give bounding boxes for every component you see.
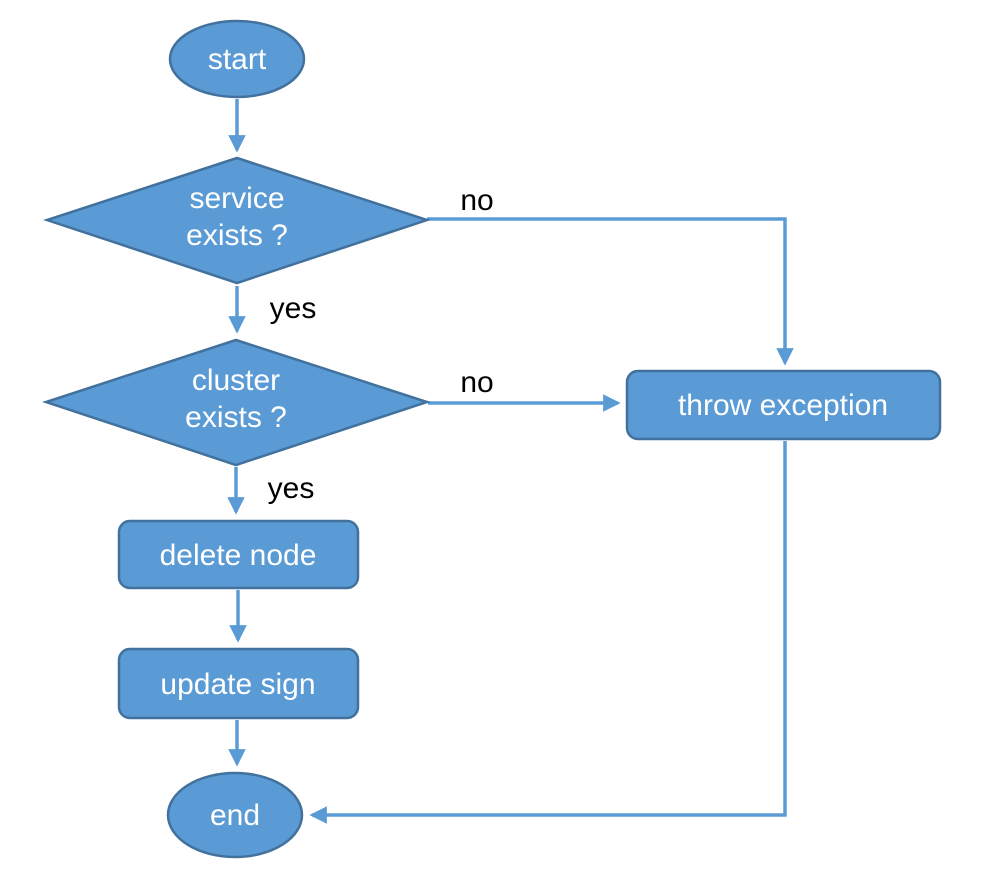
delete-node-process-shape xyxy=(117,519,360,590)
throw-exception-label: throw exception xyxy=(678,389,888,422)
edge-label-service-exists-yes: yes xyxy=(270,292,317,325)
cluster-exists-label-line2: exists ? xyxy=(185,401,287,434)
start-label: start xyxy=(208,43,267,76)
edge-label-service-exists-no: no xyxy=(460,184,493,217)
update-sign-label: update sign xyxy=(160,668,315,701)
edge-throw-exception-to-end xyxy=(309,441,787,824)
service-exists-label-line1: service xyxy=(189,182,284,215)
edge-service-exists-no-to-throw-exception xyxy=(427,217,794,366)
node-start: start xyxy=(168,19,306,99)
node-end: end xyxy=(166,771,304,859)
throw-exception-process-shape xyxy=(625,369,942,441)
node-update-sign: update sign xyxy=(117,647,360,720)
node-service-exists: service exists ? xyxy=(42,156,432,285)
node-cluster-exists: cluster exists ? xyxy=(41,338,432,467)
end-terminator-shape xyxy=(166,771,304,859)
cluster-exists-label-line1: cluster xyxy=(192,364,280,397)
end-label: end xyxy=(210,799,260,832)
node-delete-node: delete node xyxy=(117,519,360,590)
edge-label-cluster-exists-no: no xyxy=(460,366,493,399)
edge-label-cluster-exists-yes: yes xyxy=(268,472,315,505)
service-exists-label-line2: exists ? xyxy=(186,219,288,252)
node-throw-exception: throw exception xyxy=(625,369,942,441)
start-terminator-shape xyxy=(168,19,306,99)
update-sign-process-shape xyxy=(117,647,360,720)
delete-node-label: delete node xyxy=(160,539,317,572)
service-exists-decision-shape xyxy=(42,156,432,285)
cluster-exists-decision-shape xyxy=(41,338,432,467)
